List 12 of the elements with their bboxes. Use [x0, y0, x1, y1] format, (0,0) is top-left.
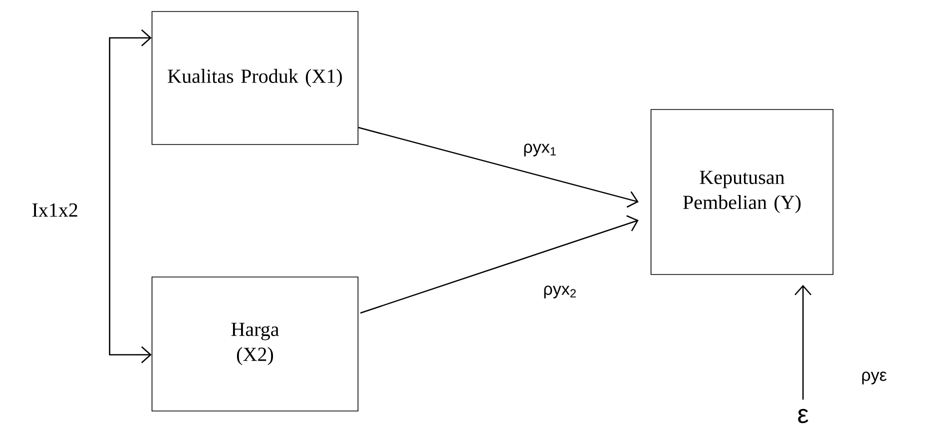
text-box: Kualitas Produk (X1) — [152, 11, 358, 145]
text-box: Harga (X2) — [152, 276, 358, 412]
edge-label: ρyx$_{1}$ — [524, 144, 556, 156]
bracket-arrow — [108, 29, 152, 364]
text-box: Keputusan Pembelian (Y) — [650, 109, 834, 275]
arrow — [794, 284, 812, 400]
arrow — [360, 215, 639, 314]
edge-label: ρyε — [862, 372, 887, 384]
arrow — [358, 126, 639, 208]
error-term: ε — [798, 408, 808, 424]
edge-label: Ix1x2 — [32, 203, 78, 217]
edge-label: ρyx$_{2}$ — [544, 286, 576, 298]
